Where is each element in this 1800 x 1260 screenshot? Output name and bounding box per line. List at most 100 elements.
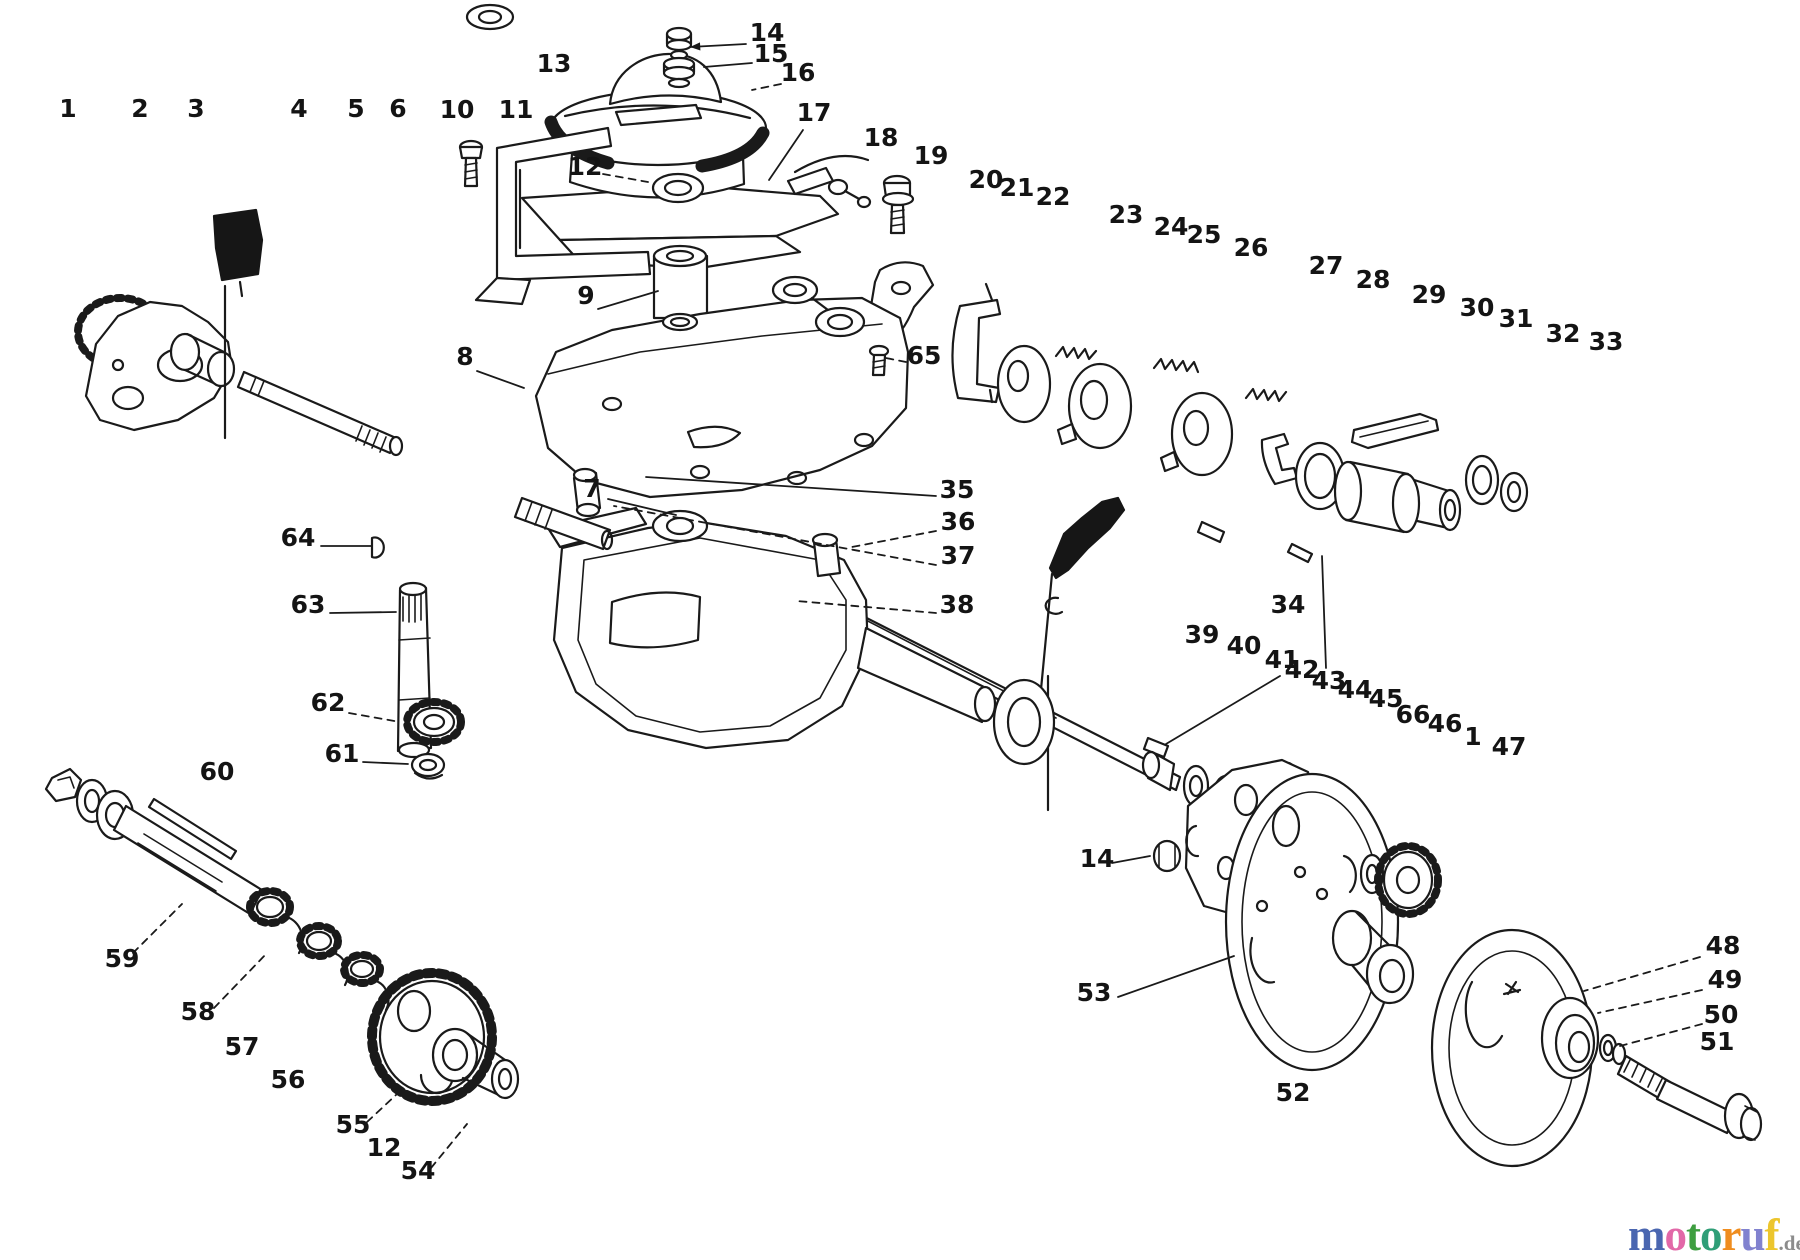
part-label-5: 5	[347, 94, 364, 123]
leader-line	[1117, 955, 1235, 998]
logo-suffix: .de	[1778, 1231, 1800, 1255]
part-label-60: 60	[200, 757, 235, 786]
leader-line	[476, 370, 525, 389]
part-label-27: 27	[1309, 251, 1344, 280]
part-label-31: 31	[1499, 304, 1534, 333]
part-label-56: 56	[271, 1065, 306, 1094]
part-label-42: 42	[1285, 655, 1320, 684]
part-label-66: 66	[1396, 700, 1431, 729]
logo-letter: t	[1686, 1210, 1701, 1260]
part-label-48: 48	[1706, 931, 1741, 960]
part-label-22: 22	[1036, 182, 1071, 211]
countershaft-drawing	[44, 767, 390, 1012]
part-label-12: 12	[568, 152, 603, 181]
part-label-14: 14	[1080, 844, 1115, 873]
part-label-41: 41	[1265, 645, 1300, 674]
part-label-15: 15	[754, 39, 789, 68]
leader-line	[213, 951, 269, 1009]
logo-letter: o	[1700, 1210, 1722, 1260]
part-label-37: 37	[941, 541, 976, 570]
part-label-62: 62	[311, 688, 346, 717]
part-label-10: 10	[440, 95, 475, 124]
leader-line	[645, 476, 937, 497]
logo-letter: r	[1721, 1210, 1742, 1260]
part-label-44: 44	[1338, 675, 1373, 704]
part-label-3: 3	[187, 94, 204, 123]
clutch-parts-drawing	[996, 344, 1529, 564]
part-label-64: 64	[281, 523, 316, 552]
part-label-17: 17	[797, 98, 832, 127]
motoruf-logo: motoruf.de	[1628, 1212, 1800, 1260]
logo-letter: o	[1664, 1210, 1687, 1260]
part-label-13: 13	[537, 49, 572, 78]
part-label-8: 8	[456, 342, 473, 371]
leader-line	[751, 83, 782, 91]
part-label-32: 32	[1546, 319, 1581, 348]
sprocket-drawing	[367, 968, 520, 1106]
leader-line	[613, 505, 937, 566]
part-label-24: 24	[1154, 212, 1189, 241]
part-label-40: 40	[1227, 631, 1262, 660]
part-label-2: 2	[131, 94, 148, 123]
part-label-57: 57	[225, 1032, 260, 1061]
part-label-52: 52	[1276, 1078, 1311, 1107]
part-label-1: 1	[1464, 722, 1481, 751]
leader-arrowhead	[690, 42, 701, 51]
part-label-14: 14	[750, 18, 785, 47]
part-label-30: 30	[1460, 293, 1495, 322]
second-wheel-drawing	[1430, 928, 1763, 1168]
gearcase-housing-drawing	[534, 244, 1002, 499]
logo-letter: f	[1764, 1210, 1780, 1260]
leader-lines	[132, 42, 1703, 1169]
part-label-53: 53	[1077, 978, 1112, 1007]
part-label-38: 38	[940, 590, 975, 619]
idler-shaft-drawing	[370, 536, 465, 780]
part-label-23: 23	[1109, 200, 1144, 229]
part-label-21: 21	[1000, 173, 1035, 202]
leader-line	[796, 600, 937, 614]
part-label-43: 43	[1312, 666, 1347, 695]
part-label-49: 49	[1708, 965, 1743, 994]
logo-letter: m	[1628, 1210, 1665, 1260]
leader-line	[348, 712, 401, 723]
part-label-9: 9	[577, 281, 594, 310]
part-label-6: 6	[389, 94, 406, 123]
brake-arm-drawing	[74, 208, 404, 457]
part-label-16: 16	[781, 58, 816, 87]
axle-wheel-drawing	[992, 674, 1442, 1072]
leader-line	[885, 357, 907, 363]
leader-line	[1597, 989, 1703, 1014]
logo-letter: u	[1740, 1210, 1765, 1260]
part-label-18: 18	[864, 123, 899, 152]
leader-line	[607, 498, 677, 516]
leader-line	[430, 1123, 468, 1169]
part-label-63: 63	[291, 590, 326, 619]
part-label-55: 55	[336, 1110, 371, 1139]
part-label-20: 20	[969, 165, 1004, 194]
part-label-33: 33	[1589, 327, 1624, 356]
part-label-28: 28	[1356, 265, 1391, 294]
leader-line	[1165, 675, 1281, 745]
part-label-59: 59	[105, 944, 140, 973]
part-label-19: 19	[914, 141, 949, 170]
part-label-36: 36	[941, 507, 976, 536]
part-label-34: 34	[1271, 590, 1306, 619]
part-label-51: 51	[1700, 1027, 1735, 1056]
leader-line	[597, 290, 659, 310]
part-label-61: 61	[325, 739, 360, 768]
belt-guide-dark-shape	[1038, 496, 1126, 722]
part-label-7: 7	[583, 474, 600, 503]
part-label-35: 35	[940, 475, 975, 504]
part-label-54: 54	[401, 1156, 436, 1185]
part-label-58: 58	[181, 997, 216, 1026]
leader-line	[362, 761, 409, 765]
leader-line	[768, 129, 804, 181]
part-label-50: 50	[1704, 1000, 1739, 1029]
leader-line	[1583, 956, 1701, 992]
part-label-12: 12	[367, 1133, 402, 1162]
leader-line	[703, 62, 753, 68]
part-label-45: 45	[1369, 684, 1404, 713]
